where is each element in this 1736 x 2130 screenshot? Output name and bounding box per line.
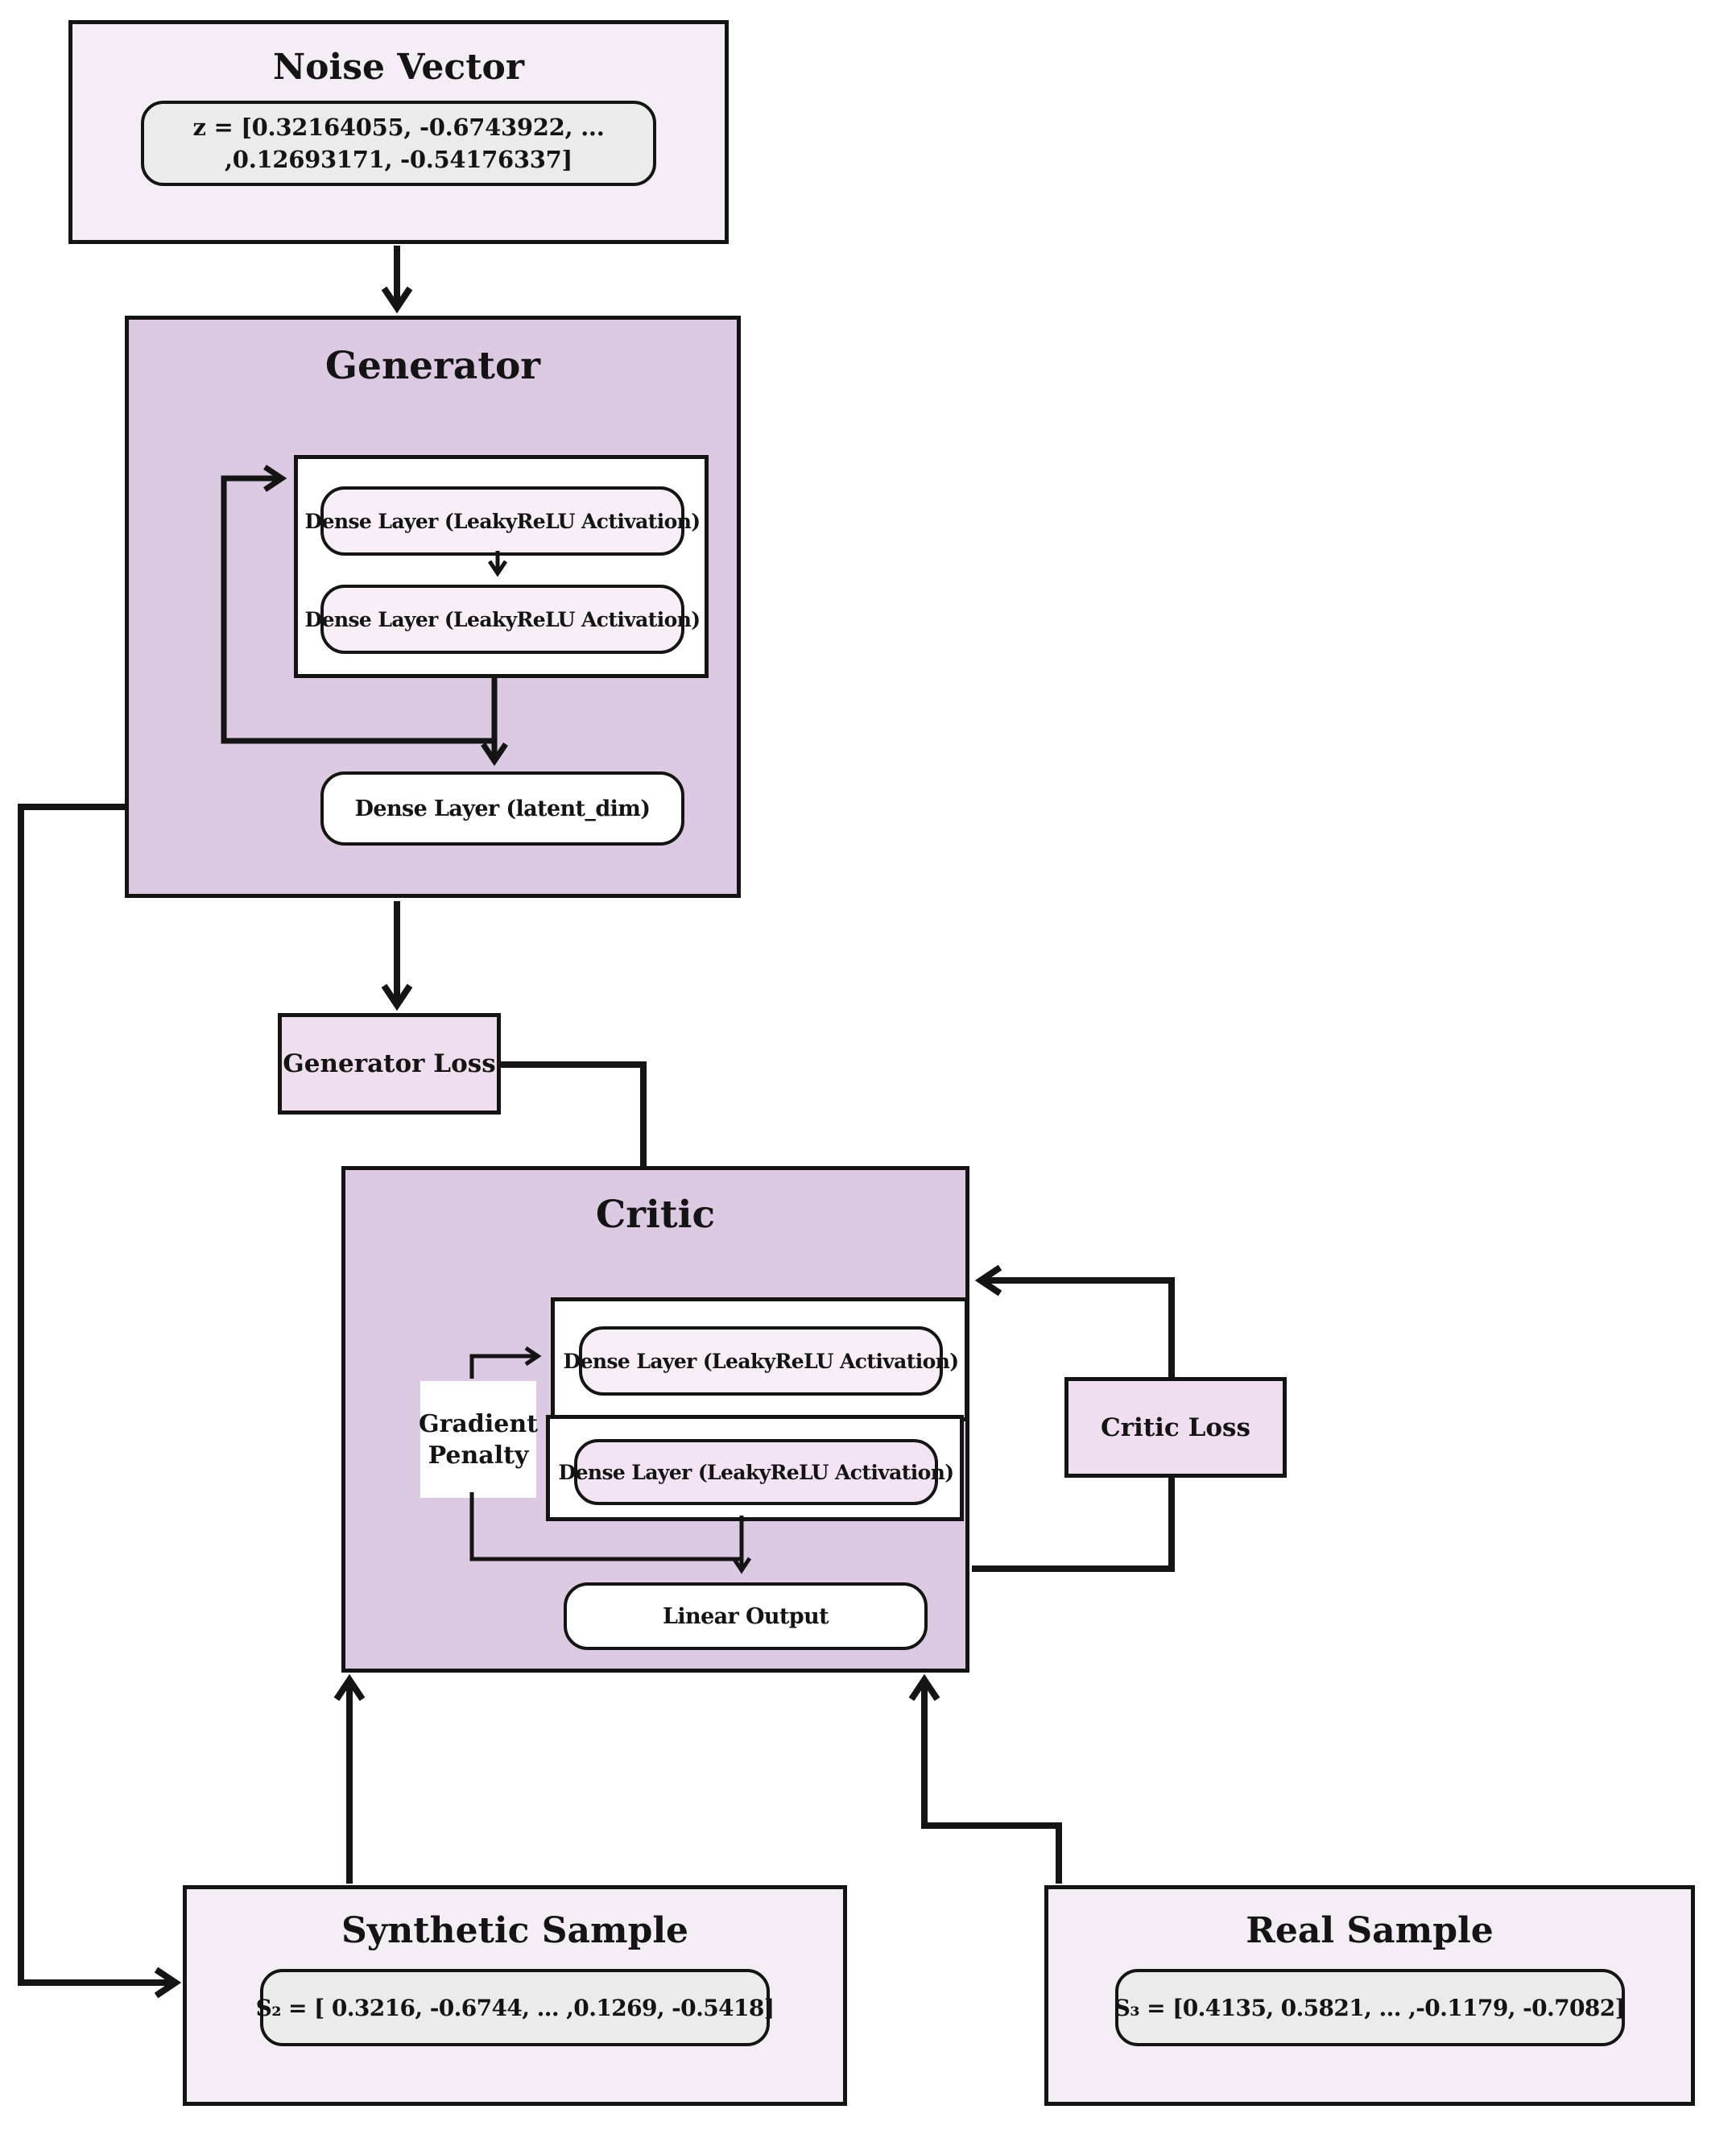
generator-dense-layer-1: Dense Layer (LeakyReLU Activation) [305, 486, 701, 556]
synthetic-sample-box: Synthetic Sample S₂ = [ 0.3216, -0.6744,… [183, 1885, 847, 2106]
generator-dense-layer-2: Dense Layer (LeakyReLU Activation) [305, 585, 701, 654]
critic-linear-output-layer: Linear Output [564, 1582, 928, 1650]
noise-vector-box: Noise Vector z = [0.32164055, -0.6743922… [68, 20, 729, 244]
noise-vector-title: Noise Vector [272, 47, 525, 88]
critic-box: Critic Dense Layer (LeakyReLU Activation… [341, 1166, 969, 1673]
arrow-generator-to-synthetic-sample [18, 804, 182, 1999]
generator-loss-label: Generator Loss [283, 1049, 496, 1078]
critic-dense-layer-2: Dense Layer (LeakyReLU Activation) [559, 1439, 954, 1505]
line-generator-loss-to-critic [501, 1061, 647, 1168]
gradient-penalty-box: Gradient Penalty [419, 1381, 538, 1498]
critic-loss-box: Critic Loss [1064, 1377, 1287, 1478]
line-critic-to-critic-loss [972, 1476, 1175, 1572]
real-sample-box: Real Sample S₃ = [0.4135, 0.5821, ... ,-… [1044, 1885, 1695, 2106]
noise-vector-value-box: z = [0.32164055, -0.6743922, ... ,0.1269… [141, 101, 656, 186]
generator-box: Generator Dense Layer (LeakyReLU Activat… [125, 316, 741, 898]
generator-loss-box: Generator Loss [278, 1013, 501, 1115]
real-sample-value: S₃ = [0.4135, 0.5821, ... ,-0.1179, -0.7… [1114, 1994, 1626, 2021]
arrow-real-sample-to-critic [908, 1673, 1062, 1884]
synthetic-sample-value: S₂ = [ 0.3216, -0.6744, ... ,0.1269, -0.… [255, 1994, 775, 2021]
generator-title: Generator [324, 344, 541, 388]
real-sample-value-box: S₃ = [0.4135, 0.5821, ... ,-0.1179, -0.7… [1114, 1969, 1626, 2046]
critic-dense-group-2: Dense Layer (LeakyReLU Activation) [546, 1415, 964, 1521]
noise-vector-value-line1: z = [0.32164055, -0.6743922, ... [192, 113, 605, 141]
noise-vector-value-line2: ,0.12693171, -0.54176337] [225, 146, 572, 173]
critic-loss-label: Critic Loss [1101, 1412, 1250, 1442]
critic-dense-group-1: Dense Layer (LeakyReLU Activation) [551, 1297, 969, 1421]
arrow-critic-loss-to-critic [974, 1264, 1175, 1379]
critic-dense-layer-1: Dense Layer (LeakyReLU Activation) [564, 1326, 959, 1396]
generator-hidden-layers-group: Dense Layer (LeakyReLU Activation) Dense… [294, 455, 709, 678]
real-sample-title: Real Sample [1246, 1910, 1494, 1951]
generator-dense-output-layer: Dense Layer (latent_dim) [320, 771, 684, 846]
synthetic-sample-title: Synthetic Sample [341, 1910, 689, 1951]
critic-title: Critic [595, 1193, 716, 1237]
synthetic-sample-value-box: S₂ = [ 0.3216, -0.6744, ... ,0.1269, -0.… [256, 1969, 775, 2046]
